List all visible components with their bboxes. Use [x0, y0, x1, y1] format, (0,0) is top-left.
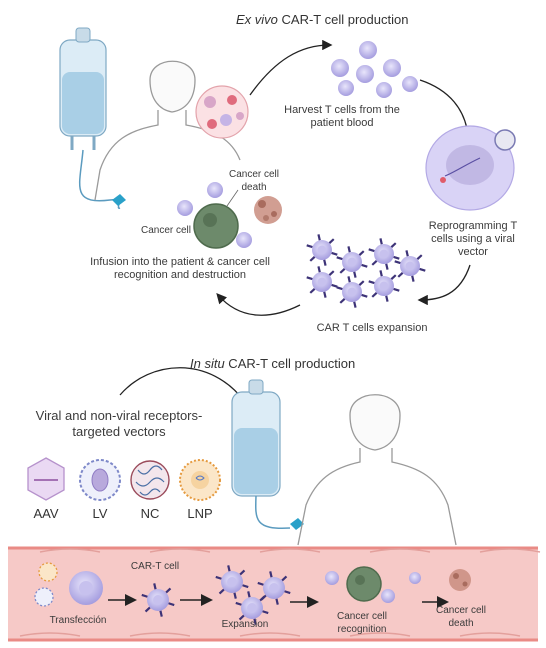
bottom-section-title: In situ CAR-T cell production	[190, 356, 356, 371]
top-section-title: Ex vivo CAR-T cell production	[236, 12, 409, 27]
arrow-to-expansion	[417, 264, 471, 306]
reprogramming-cell-icon	[425, 125, 516, 211]
expanded-car-tcell-2	[368, 238, 400, 270]
cancer-cell-bottom-icon	[325, 566, 395, 603]
patient-silhouette-top	[94, 60, 241, 201]
arrow-to-infusion	[216, 293, 301, 316]
transfection-group	[34, 562, 103, 607]
vessel-death-label: Cancer cell death	[435, 605, 487, 629]
nanocarrier-icon	[130, 460, 170, 500]
vessel-expansion-label: Expansion	[221, 619, 269, 630]
blood-zoom-icon	[195, 85, 249, 139]
aav-capsid-icon	[27, 457, 65, 501]
vessel-transfection-label: Transfección	[49, 615, 107, 626]
vector-label-aav: AAV	[33, 506, 59, 521]
expanded-car-tcell-1	[336, 246, 368, 278]
patient-silhouette-bottom	[297, 394, 457, 546]
vector-label-lv: LV	[92, 506, 108, 521]
death-pointer	[226, 189, 239, 207]
vessel-car-tcell-1	[215, 565, 249, 599]
arrow-to-iv-bag	[119, 367, 247, 405]
expanded-car-tcell-6	[394, 250, 426, 282]
vessel-recognition-label: Cancer cell recognition	[336, 611, 388, 635]
dead-cancer-cell-top-icon	[254, 196, 282, 224]
expanded-car-tcell-3	[306, 266, 338, 298]
vessel-car-tcell-3	[257, 571, 291, 605]
iv-bag-top-icon	[59, 27, 126, 209]
vector-label-lnp: LNP	[187, 506, 213, 521]
expanded-car-tcell-0	[306, 234, 338, 266]
step-reprogram-label: Reprogramming T cells using a viral vect…	[428, 220, 518, 258]
expanded-car-tcell-5	[368, 270, 400, 302]
vessel-cart-label: CAR-T cell	[130, 561, 180, 572]
step-harvest-label: Harvest T cells from the patient blood	[284, 104, 400, 129]
step-expansion-label: CAR T cells expansion	[316, 322, 428, 334]
vessel-car-tcell-0	[141, 583, 175, 617]
lentivirus-icon	[79, 459, 121, 501]
expanded-car-tcell-4	[336, 276, 368, 308]
dead-cancer-cell-bottom-icon	[409, 569, 471, 591]
lipid-nanoparticle-icon	[179, 459, 221, 501]
vectors-heading: Viral and non-viral receptors-targeted v…	[35, 408, 203, 439]
cancer-cell-death-label: Cancer cell death	[228, 169, 280, 193]
step-infusion-label: Infusion into the patient & cancer cell …	[90, 256, 270, 281]
expanded-car-tcells-icon	[306, 234, 426, 308]
vessel-car-tcells	[141, 565, 291, 625]
iv-bag-bottom-icon	[231, 379, 304, 530]
arrow-to-harvest	[249, 39, 333, 96]
vector-label-nc: NC	[140, 506, 160, 521]
cancer-cell-label: Cancer cell	[140, 225, 192, 236]
harvested-tcells-icon	[331, 41, 418, 98]
cancer-cell-top-icon	[177, 182, 252, 249]
